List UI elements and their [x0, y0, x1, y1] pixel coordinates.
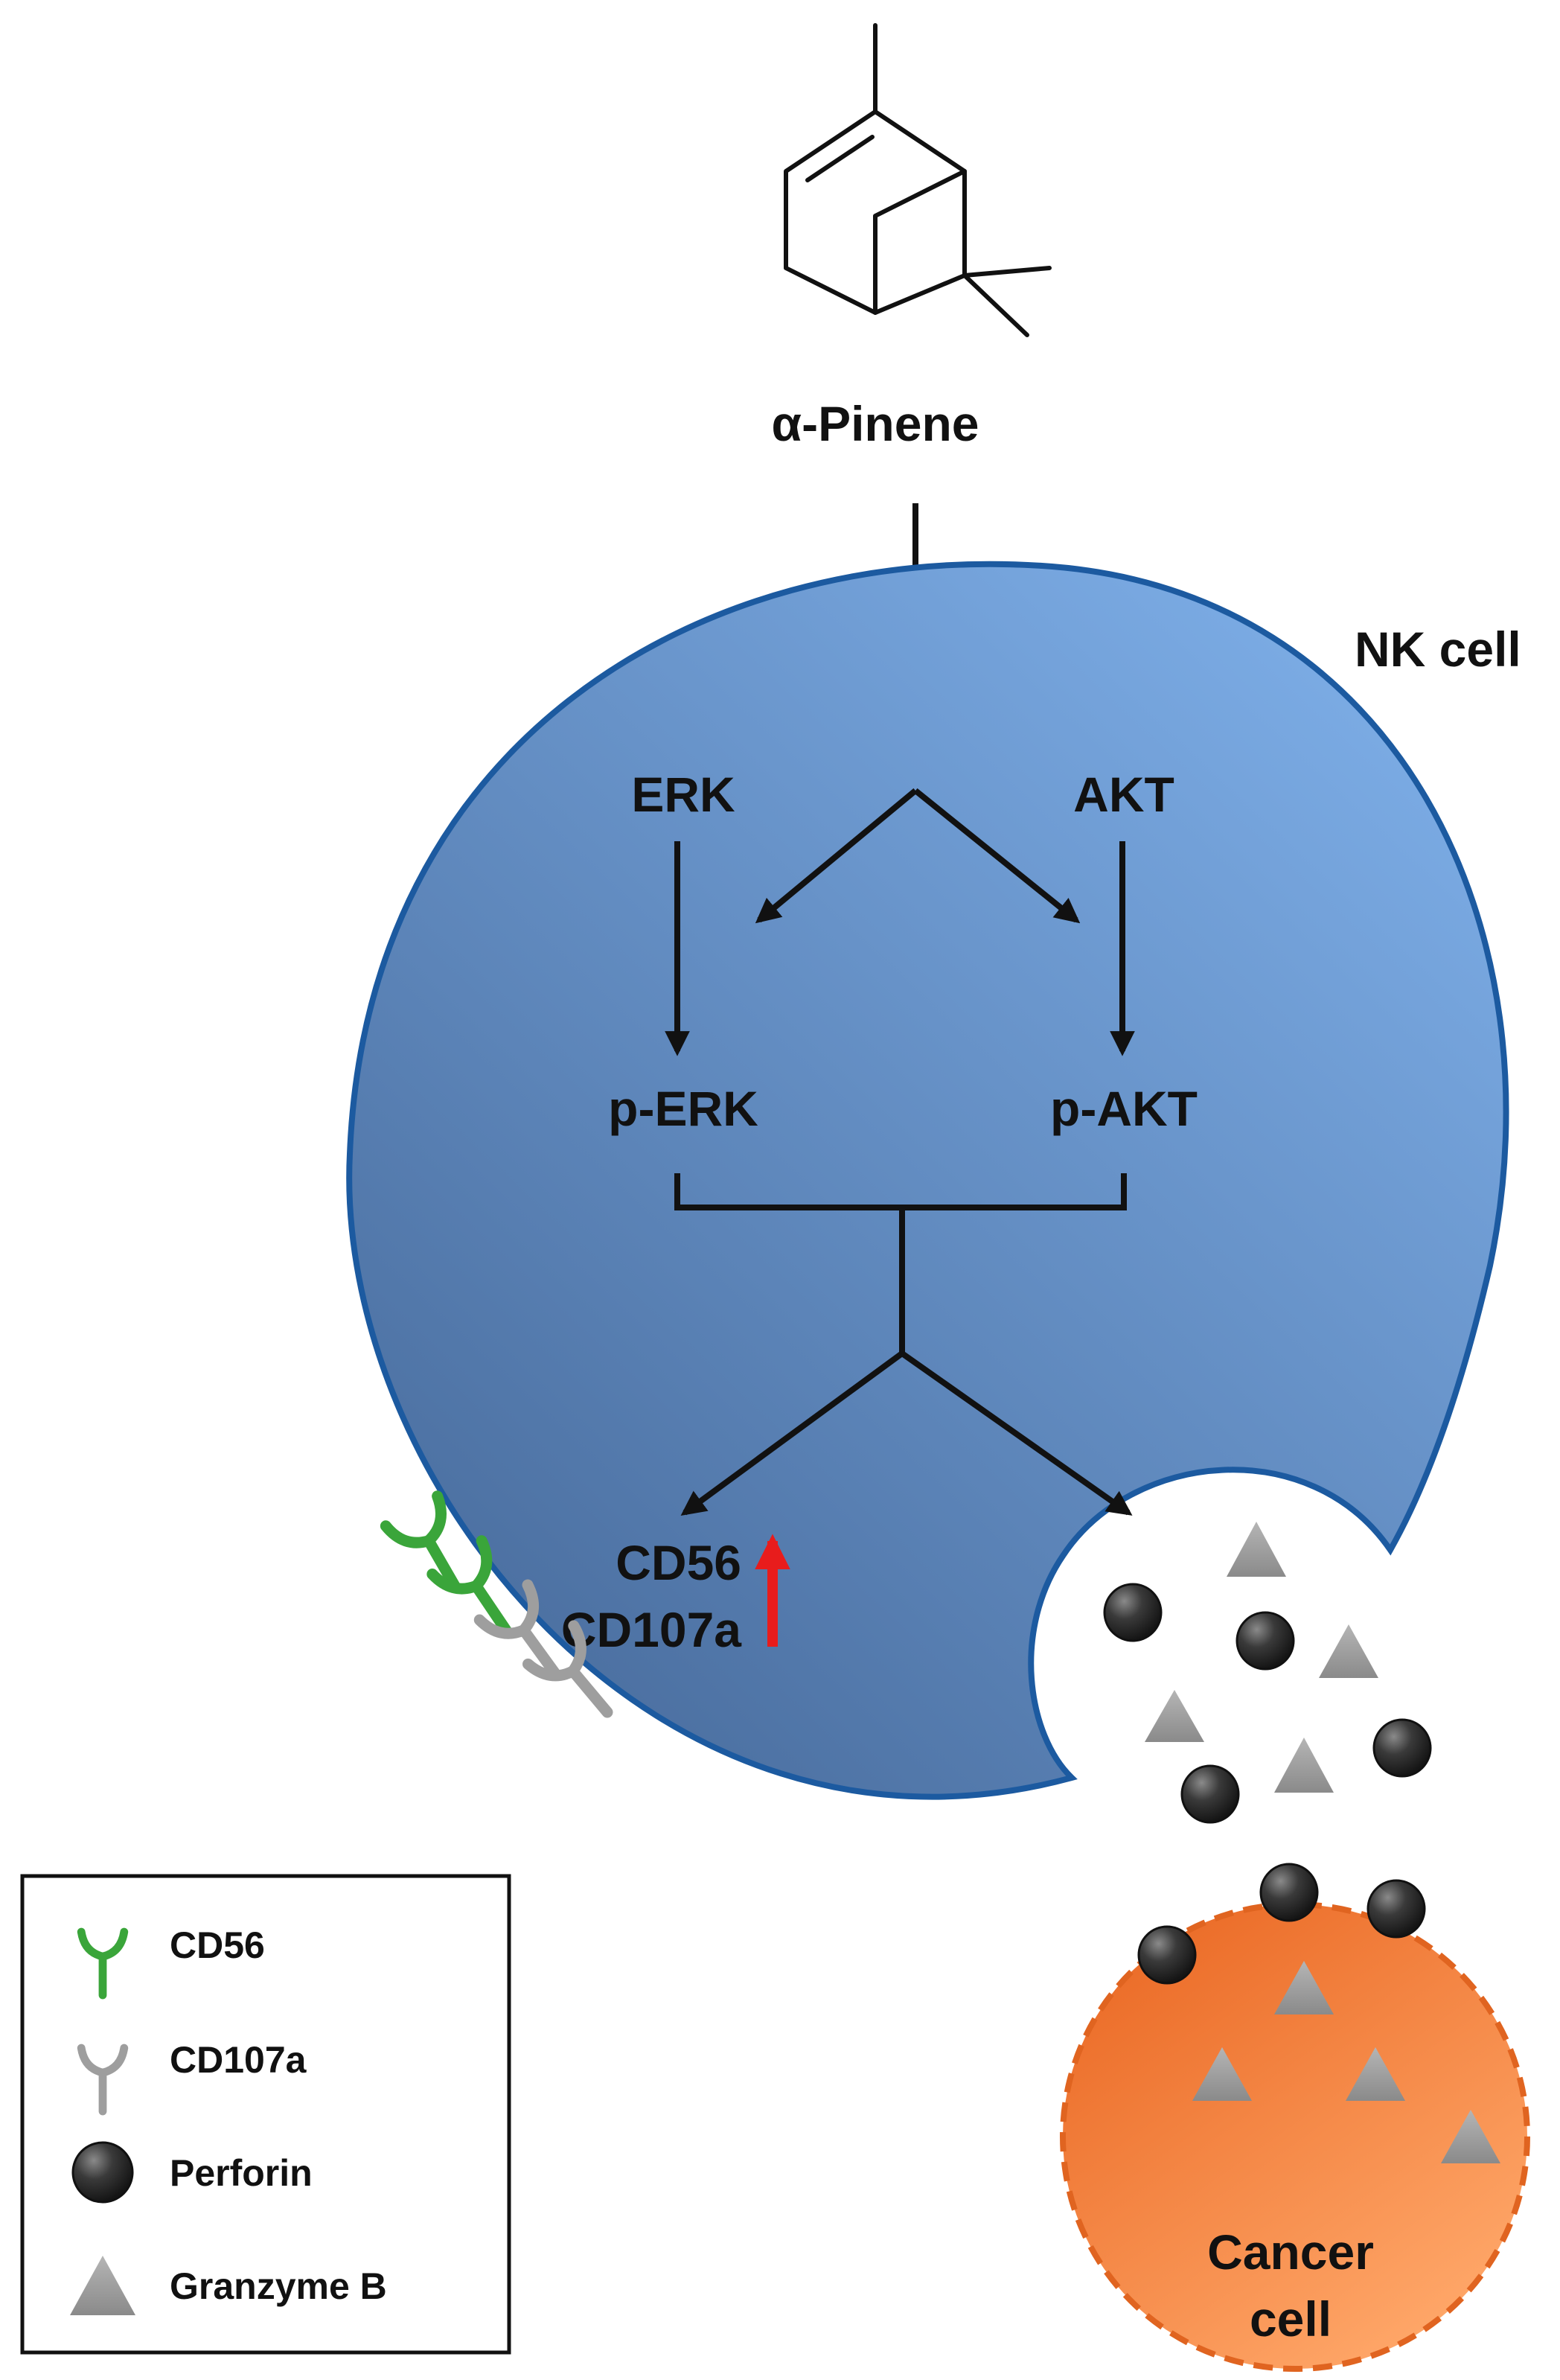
granzyme-triangle-icon: [1274, 1961, 1334, 2014]
cancer-cell-label-line-2: cell: [1250, 2291, 1332, 2346]
arrow-to-erk-path: [755, 788, 918, 924]
granzyme-triangle-icon: [1192, 2047, 1252, 2101]
marker-cd107a-label: CD107a: [561, 1602, 742, 1657]
perforin-sphere-icon: [1235, 1611, 1295, 1671]
perforin-sphere-icon: [1259, 1863, 1319, 1922]
p-akt-label: p-AKT: [1050, 1081, 1198, 1136]
arrow-to-markers-path: [680, 1350, 904, 1516]
legend-box: CD56 CD107a Perforin Granzyme B: [20, 1874, 511, 2355]
perforin-sphere-icon: [1366, 1879, 1426, 1939]
legend-label-perforin: Perforin: [170, 2152, 313, 2194]
nk-cell-body: [346, 561, 1509, 1800]
perforin-sphere-icon: [1372, 1718, 1432, 1778]
legend-item-cd107a: CD107a: [81, 2039, 307, 2111]
cancer-cell-label-line-1: Cancer: [1207, 2224, 1374, 2279]
legend-item-perforin: Perforin: [71, 2141, 313, 2204]
perforin-sphere-icon: [1180, 1764, 1240, 1824]
p-erk-label: p-ERK: [608, 1081, 758, 1136]
granzyme-triangle-icon: [1441, 2110, 1500, 2163]
legend-label-granzyme-b: Granzyme B: [170, 2265, 387, 2307]
molecule-name: α-Pinene: [772, 396, 979, 451]
granzyme-triangle-icon: [70, 2256, 135, 2315]
erk-label: ERK: [631, 767, 735, 822]
cancer-cell-granzymes: [1192, 1961, 1500, 2163]
perforin-sphere-icon: [1103, 1583, 1163, 1642]
akt-label: AKT: [1073, 767, 1174, 822]
perforin-sphere-icon: [71, 2141, 134, 2204]
legend-item-cd56: CD56: [81, 1924, 265, 1995]
perforin-sphere-icon: [1137, 1925, 1197, 1985]
legend-label-cd107a: CD107a: [170, 2039, 307, 2081]
granzyme-triangle-icon: [1346, 2047, 1405, 2101]
legend-item-granzyme-b: Granzyme B: [70, 2256, 387, 2315]
alpha-pinene-structure-icon: [784, 23, 1052, 337]
cancer-cell-body: [1060, 1901, 1530, 2372]
granule-pocket-contents: [1103, 1522, 1432, 1824]
granzyme-triangle-icon: [1319, 1624, 1378, 1678]
granzyme-triangle-icon: [1227, 1522, 1286, 1577]
arrow-to-granules-path: [900, 1350, 1133, 1516]
marker-cd56-label: CD56: [616, 1535, 741, 1590]
arrow-to-akt-path: [913, 788, 1081, 924]
legend-label-cd56: CD56: [170, 1924, 265, 1966]
granzyme-triangle-icon: [1274, 1738, 1334, 1793]
nk-cell-label: NK cell: [1355, 622, 1521, 677]
granzyme-triangle-icon: [1145, 1690, 1204, 1742]
